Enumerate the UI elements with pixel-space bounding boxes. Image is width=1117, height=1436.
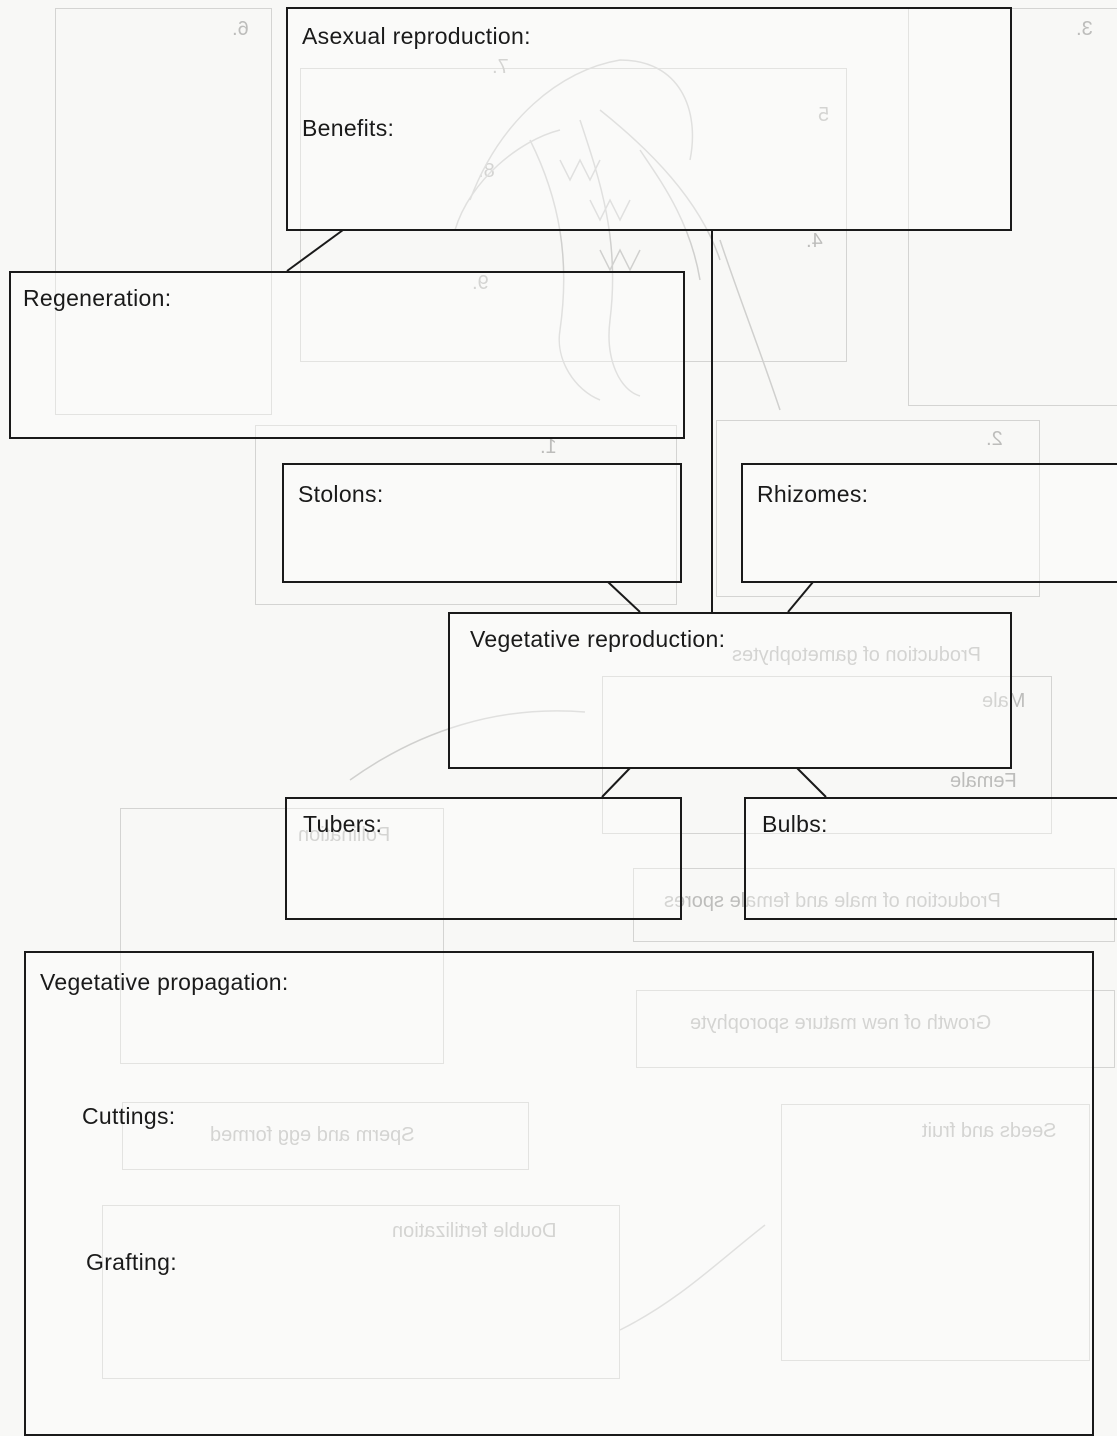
asexual-reproduction-title: Asexual reproduction: [302,23,531,49]
ghost-box [122,1102,529,1170]
ghost-box [716,420,1040,597]
ghost-box [300,68,847,362]
stolons-box: Stolons: [282,463,682,583]
ghost-box [102,1205,620,1379]
ghost-box [602,676,1052,834]
ghost-box [633,868,1115,942]
regeneration-box: Regeneration: [9,271,685,439]
bulbs-title: Bulbs: [762,811,828,837]
vegetative-propagation-title: Vegetative propagation: [40,969,289,995]
ghost-box [255,425,677,605]
vegetative-propagation-box: Vegetative propagation: Cuttings: Grafti… [24,951,1094,1436]
tubers-title: Tubers: [303,811,383,837]
rhizomes-box: Rhizomes: [741,463,1117,583]
rhizomes-title: Rhizomes: [757,481,869,507]
benefits-label: Benefits: [302,115,395,141]
grafting-label: Grafting: [86,1249,177,1275]
regeneration-title: Regeneration: [23,285,172,311]
stolons-title: Stolons: [298,481,384,507]
cuttings-label: Cuttings: [82,1103,176,1129]
asexual-reproduction-box: Asexual reproduction: Benefits: [286,7,1012,231]
ghost-box [636,990,1115,1068]
ghost-box [120,808,444,1064]
ghost-box [55,8,272,415]
tubers-box: Tubers: [285,797,682,920]
vegetative-reproduction-title: Vegetative reproduction: [470,626,726,652]
ghost-box [781,1104,1090,1361]
ghost-box [908,8,1117,406]
bulbs-box: Bulbs: [744,797,1117,920]
vegetative-reproduction-box: Vegetative reproduction: [448,612,1012,769]
